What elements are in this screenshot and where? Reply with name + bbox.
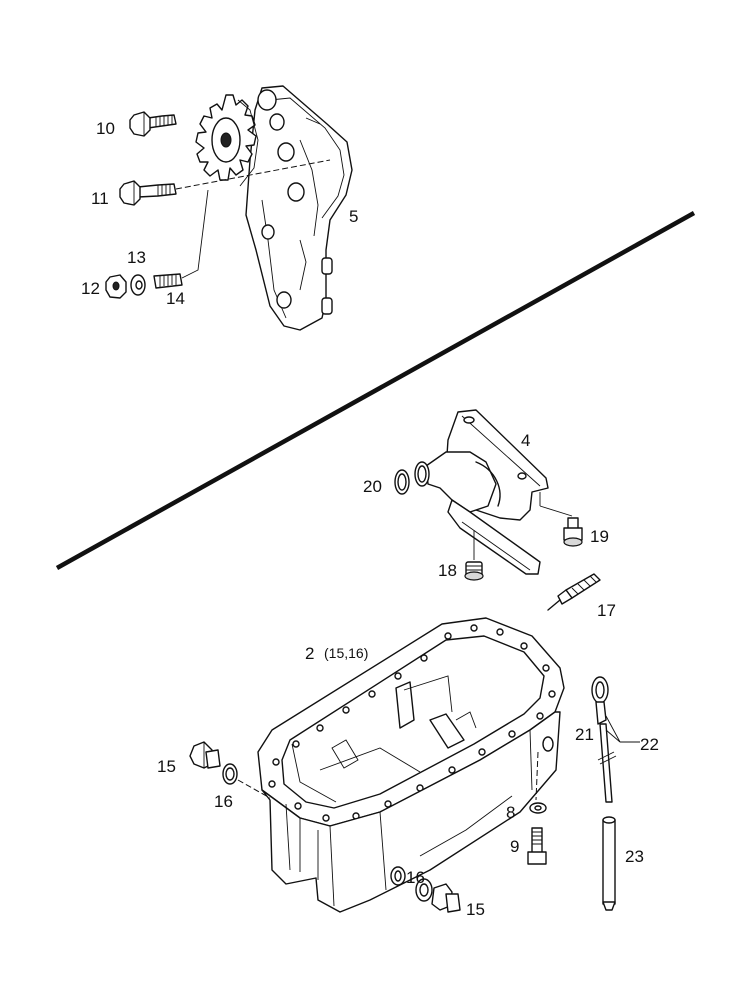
label-part-15-left: 15 (157, 757, 176, 776)
label-part-19: 19 (590, 527, 609, 546)
label-part-16-left: 16 (214, 792, 233, 811)
oring-20-icon (394, 469, 410, 495)
filter-17-icon (547, 573, 601, 611)
guide-tube-23-icon (602, 816, 616, 911)
washer-16-left-icon (222, 763, 238, 785)
label-part-14: 14 (166, 289, 185, 308)
plug-18-icon (464, 561, 484, 581)
dipstick-icon (591, 676, 617, 803)
washer-8-icon (529, 802, 547, 814)
label-part-12: 12 (81, 279, 100, 298)
oil-pump-icon (245, 85, 353, 331)
label-part-17: 17 (597, 601, 616, 620)
strainer-icon (414, 409, 549, 575)
label-part-20: 20 (363, 477, 382, 496)
label-part-13: 13 (127, 248, 146, 267)
gear-icon (195, 94, 259, 187)
oil-sump-icon (257, 617, 565, 913)
washer-16-bottom-icon (415, 878, 433, 902)
label-part-23: 23 (625, 847, 644, 866)
drain-plug-15-bottom-icon (431, 883, 461, 913)
label-part-9: 9 (510, 837, 519, 856)
label-part-22: 22 (640, 735, 659, 754)
label-part-8: 8 (506, 803, 515, 822)
label-part-18: 18 (438, 561, 457, 580)
stud-14-icon (153, 273, 183, 289)
label-part-11: 11 (91, 189, 109, 208)
label-part-5: 5 (349, 207, 358, 226)
label-part-10: 10 (96, 119, 115, 138)
bolt-11-icon (119, 180, 177, 206)
nut-12-icon (105, 274, 127, 299)
bolt-9-icon (527, 827, 547, 865)
washer-13-icon (130, 274, 146, 296)
section-divider-line (55, 211, 696, 570)
bolt-10-icon (129, 111, 177, 137)
drain-plug-15-left-icon (189, 741, 221, 769)
label-part-15-bottom: 15 (466, 900, 485, 919)
screw-19-icon (563, 517, 583, 547)
label-part-2-sub: (15,16) (324, 645, 368, 661)
label-part-16-bottom: 16 (406, 868, 425, 887)
label-part-4: 4 (521, 431, 530, 450)
label-part-2: 2 (305, 644, 314, 663)
label-part-21: 21 (575, 725, 594, 744)
